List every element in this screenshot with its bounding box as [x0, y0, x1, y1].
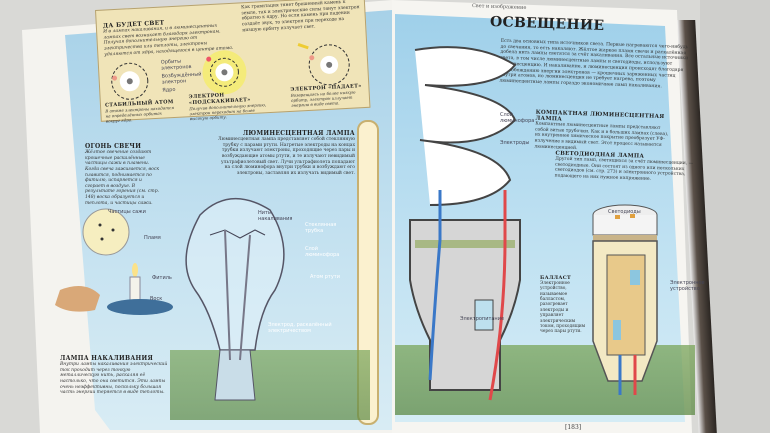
- label-wax: Воск: [150, 296, 163, 302]
- falling-atom-icon: [297, 42, 350, 86]
- stable-atom-icon: [111, 62, 149, 100]
- fluorescent-title: Люминесцентная лампа: [242, 130, 355, 137]
- page-number: [183]: [565, 424, 582, 431]
- label-device: Электронное устройство: [670, 280, 705, 292]
- label-phosphor: Слой люминофора: [305, 246, 340, 258]
- jump-caption: Электрон «подскакивает»Получив дополните…: [189, 90, 270, 121]
- label-mercury: Атом ртути: [310, 274, 340, 280]
- incandescent-section: Лампа накаливания Внутри лампы накаливан…: [60, 355, 170, 396]
- fluorescent-tube: [357, 120, 379, 425]
- cfl-illustration: [409, 46, 521, 401]
- ballast-title: Балласт: [540, 275, 572, 281]
- ballast-text: Электронное устройство, называемое балла…: [540, 281, 586, 335]
- atom-diagrams: [111, 42, 350, 100]
- label-power: Электропитание: [460, 316, 505, 322]
- label-cfl-phosphor: Слой люминофора: [500, 112, 535, 124]
- fluorescent-text: Люминесцентная лампа представляет собой …: [217, 137, 355, 176]
- led-bulb-illustration: [592, 204, 658, 395]
- excited-atom-icon: [202, 50, 247, 95]
- fall-caption: Электрон «падает»Возвращаясь на более ни…: [290, 83, 371, 108]
- incandescent-text: Внутри лампы накаливания электрический т…: [60, 362, 168, 396]
- label-electrode: Электрод, раскалённый электричеством: [268, 322, 332, 334]
- label-flame: Пламя: [144, 235, 161, 241]
- label-nucleus: Ядро: [162, 86, 176, 94]
- label-electrodes: Электроды: [500, 140, 530, 146]
- stable-atom-caption: Стабильный атомВ атоме электроны находят…: [105, 99, 176, 124]
- label-leds: Светодиоды: [608, 209, 641, 215]
- incandescent-title: Лампа накаливания: [60, 355, 154, 362]
- fluorescent-section: Люминесцентная лампа Люминесцентная ламп…: [215, 130, 355, 176]
- cfl-section: Компактная люминесцентная лампа Компактн…: [534, 110, 675, 155]
- label-soot: Частицы сажи: [108, 209, 146, 215]
- grass-left: [170, 350, 370, 420]
- atom-box: Да будет свет И в лампах накаливания, и …: [95, 0, 371, 124]
- label-filament: Нить накаливания: [258, 210, 293, 222]
- label-wick: Фитиль: [152, 275, 172, 281]
- incandescent-bulb-illustration: [185, 198, 285, 401]
- gravity-text: Как гравитация тянет брошенный камень к …: [240, 0, 360, 33]
- candle-text: Жёлтое свечение создают крошечные раскал…: [85, 150, 160, 206]
- candle-title: Огонь свечи: [85, 143, 142, 150]
- candle-section: Огонь свечи Жёлтое свечение создают крош…: [85, 143, 160, 206]
- candle-illustration: [55, 208, 173, 315]
- ballast-section: Балласт Электронное устройство, называем…: [540, 275, 590, 335]
- label-tube: Стеклянная трубка: [305, 222, 337, 234]
- fall-text: Возвращаясь на более низкую орбиту, элек…: [290, 89, 356, 108]
- led-section: Светодиодная лампа Другой тип ламп, свет…: [555, 151, 696, 184]
